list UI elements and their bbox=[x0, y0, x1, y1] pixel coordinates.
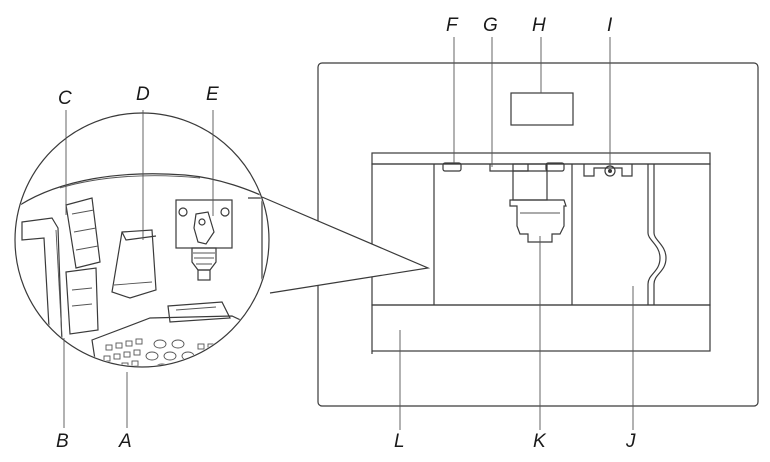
callout-labels: C D E F G H I B A L K J bbox=[56, 15, 636, 452]
brewing-unit bbox=[175, 199, 233, 281]
water-container bbox=[111, 229, 157, 299]
drip-tray bbox=[371, 304, 711, 352]
label-k: K bbox=[533, 431, 547, 452]
zoom-wedge bbox=[261, 196, 431, 294]
button-f bbox=[442, 162, 462, 172]
label-j: J bbox=[625, 431, 636, 452]
appliance-front-view bbox=[317, 62, 759, 407]
coffee-dispenser bbox=[509, 163, 567, 243]
label-e: E bbox=[206, 84, 219, 105]
label-h: H bbox=[532, 15, 546, 36]
display-panel bbox=[510, 92, 574, 126]
label-i: I bbox=[607, 15, 613, 36]
label-b: B bbox=[56, 431, 69, 452]
label-d: D bbox=[136, 84, 150, 105]
label-c: C bbox=[58, 88, 72, 109]
magnified-inset bbox=[14, 112, 431, 368]
label-a: A bbox=[118, 431, 132, 452]
label-l: L bbox=[394, 431, 405, 452]
bar-g bbox=[489, 164, 529, 172]
outer-frame bbox=[317, 62, 759, 407]
leader-lines bbox=[63, 37, 634, 430]
label-f: F bbox=[446, 15, 459, 36]
side-tube bbox=[647, 164, 661, 305]
label-g: G bbox=[483, 15, 498, 36]
